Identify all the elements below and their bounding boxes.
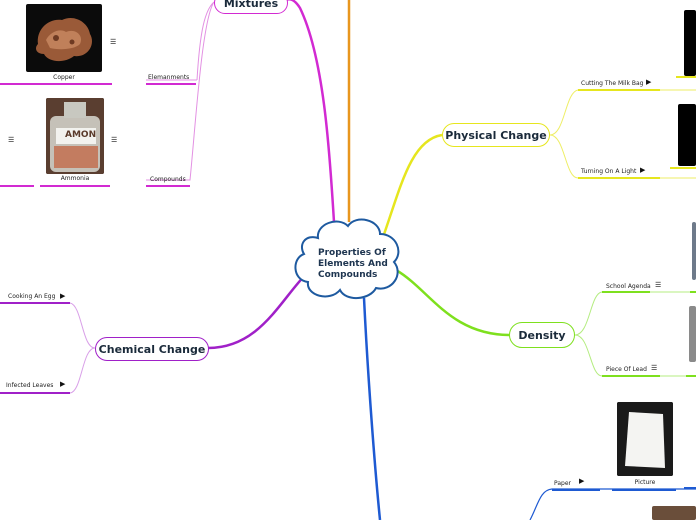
lead-image[interactable] [689, 306, 696, 362]
central-topic-line-2: Elements And [308, 259, 394, 270]
central-topic-line-1: Properties Of [308, 248, 394, 259]
chemical-change-connector [208, 272, 308, 348]
play-icon[interactable]: ▶ [646, 79, 651, 86]
branch-chemical-change[interactable]: Chemical Change [95, 337, 209, 361]
density-subbranch-lines [575, 292, 696, 376]
notes-icon[interactable]: ☰ [651, 365, 657, 372]
branch-density-label: Density [518, 329, 565, 342]
notes-icon[interactable]: ☰ [111, 137, 117, 144]
physical-change-connector [382, 135, 442, 240]
copper-nugget-graphic [26, 4, 102, 72]
branch-chemical-change-label: Chemical Change [99, 343, 206, 356]
physical-change-subbranch-lines [550, 90, 696, 178]
play-icon[interactable]: ▶ [60, 293, 65, 300]
paper-underline [552, 488, 696, 490]
mixtures-subbranch-lines [146, 2, 214, 180]
notes-icon[interactable]: ☰ [110, 39, 116, 46]
branch-mixtures-label: Mixtures [224, 0, 278, 10]
play-icon[interactable]: ▶ [640, 167, 645, 174]
bottom-right-image[interactable] [652, 506, 696, 520]
subtopic-school-agenda[interactable]: School Agenda [606, 283, 651, 290]
branch-density[interactable]: Density [509, 322, 575, 348]
subtopic-piece-of-lead[interactable]: Piece Of Lead [606, 366, 647, 373]
mixtures-connector [286, 0, 334, 222]
central-topic-line-3: Compounds [308, 270, 394, 281]
play-icon[interactable]: ▶ [60, 381, 65, 388]
bottom-branch-line [364, 298, 380, 520]
branch-physical-change-label: Physical Change [445, 129, 546, 142]
density-connector [396, 270, 510, 335]
density-underlines [602, 292, 696, 376]
paper-picture-image[interactable] [617, 402, 673, 476]
copper-image[interactable] [26, 4, 102, 72]
milk-bag-video-thumbnail[interactable] [684, 10, 696, 76]
subtopic-infected-leaves[interactable]: Infected Leaves [6, 382, 53, 389]
paper-sheet-graphic [617, 402, 673, 476]
notes-icon[interactable]: ☰ [655, 282, 661, 289]
branch-physical-change[interactable]: Physical Change [442, 123, 550, 147]
chemical-change-subbranch-lines [0, 303, 95, 393]
subtopic-cutting-milk-bag[interactable]: Cutting The Milk Bag [581, 80, 643, 87]
notes-icon[interactable]: ☰ [8, 137, 14, 144]
subtopic-turning-on-light[interactable]: Turning On A Light [581, 168, 636, 175]
picture-caption: Picture [622, 479, 668, 486]
subtopic-compounds[interactable]: Compounds [150, 176, 186, 183]
play-icon[interactable]: ▶ [579, 478, 584, 485]
central-topic[interactable]: Properties Of Elements And Compounds [308, 248, 394, 281]
subtopic-paper[interactable]: Paper [554, 480, 571, 487]
ammonia-bottle-text: AMON [65, 130, 96, 140]
light-video-thumbnail[interactable] [678, 104, 696, 166]
school-agenda-image[interactable] [692, 222, 696, 280]
chemical-change-underlines [0, 303, 70, 393]
ammonia-image[interactable]: AMON [46, 98, 104, 174]
subtopic-cooking-an-egg[interactable]: Cooking An Egg [8, 293, 55, 300]
branch-mixtures[interactable]: Mixtures [214, 0, 288, 14]
subtopic-elemanments[interactable]: Elemanments [148, 74, 189, 81]
ammonia-caption: Ammonia [50, 175, 100, 182]
copper-caption: Copper [40, 74, 88, 81]
